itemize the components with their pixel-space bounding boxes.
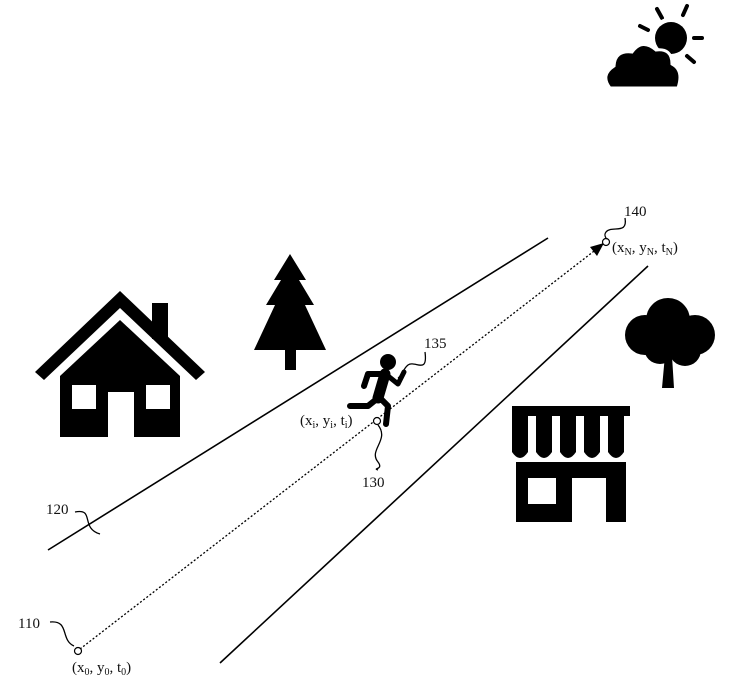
leader-140 bbox=[604, 217, 626, 240]
arrowhead-icon bbox=[590, 243, 604, 256]
road-edge-right bbox=[219, 265, 649, 664]
start-point bbox=[73, 646, 83, 656]
house-icon bbox=[35, 291, 205, 437]
ref-label-130: 130 bbox=[362, 475, 385, 491]
leader-110 bbox=[49, 621, 75, 647]
partly-cloudy-icon bbox=[604, 4, 704, 90]
ref-label-110: 110 bbox=[18, 616, 40, 632]
ref-label-120: 120 bbox=[46, 502, 69, 518]
leader-130 bbox=[374, 424, 383, 471]
end-point bbox=[601, 237, 611, 247]
coord-start: (x0, y0, t0) bbox=[72, 660, 131, 678]
leafy-tree-icon bbox=[625, 298, 715, 388]
ref-label-135: 135 bbox=[424, 336, 447, 352]
trajectory-path bbox=[79, 247, 599, 650]
leader-120 bbox=[74, 510, 101, 535]
coord-current: (xi, yi, ti) bbox=[300, 413, 353, 431]
current-point bbox=[372, 416, 382, 426]
ref-label-140: 140 bbox=[624, 204, 647, 220]
runner-icon bbox=[347, 354, 407, 427]
coord-end: (xN, yN, tN) bbox=[612, 240, 678, 258]
pine-tree-icon bbox=[254, 254, 326, 370]
road-edge-left bbox=[47, 237, 549, 551]
storefront-icon bbox=[512, 406, 630, 522]
